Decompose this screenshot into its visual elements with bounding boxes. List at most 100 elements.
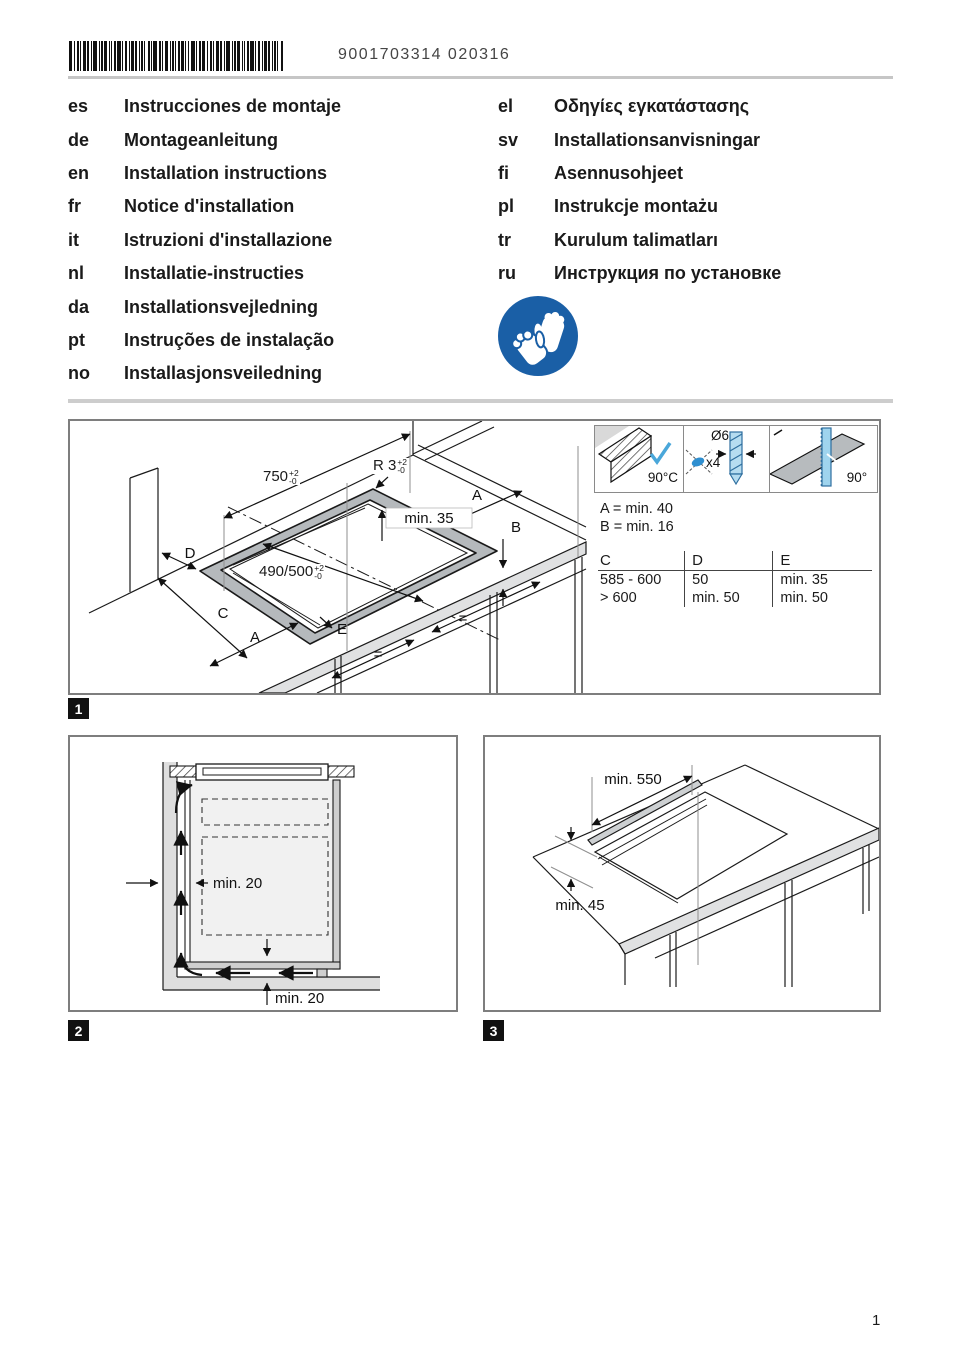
spec-a: A = min. 40	[600, 501, 673, 517]
language-code: ru	[498, 263, 516, 284]
language-row: fr Notice d'installation	[68, 190, 341, 223]
check-icon	[649, 442, 672, 466]
equal-mark: =	[459, 610, 468, 627]
table-row: 585 - 600 50 min. 35	[598, 571, 876, 589]
document-number: 9001703314 020316	[338, 46, 511, 63]
equal-mark: =	[374, 646, 383, 663]
installation-conditions-inset: 90°C Ø6 x4	[594, 425, 878, 493]
language-code: es	[68, 96, 89, 117]
label-a-bottom: A	[250, 629, 260, 646]
figure-3-cutout-position: min. 550 min. 45	[483, 735, 881, 1012]
wear-gloves-icon	[498, 296, 578, 376]
language-row: fi Asennusohjeet	[498, 157, 781, 190]
panel-heat-resistance: 90°C	[595, 426, 683, 492]
language-label: Οδηγίες εγκατάστασης	[554, 96, 750, 117]
language-row: no Installasjonsveiledning	[68, 357, 341, 390]
language-label: Installation instructions	[124, 162, 328, 183]
dim-radius: R 3+2-0	[372, 457, 409, 475]
language-code: pt	[68, 329, 85, 350]
barcode	[69, 41, 284, 71]
label-d: D	[185, 545, 196, 562]
language-row: ru Инструкция по установке	[498, 257, 781, 290]
language-label: Asennusohjeet	[554, 162, 684, 183]
language-row: da Installationsvejledning	[68, 290, 341, 323]
wall-gap-label: min. 20	[213, 875, 262, 892]
table-rule	[598, 570, 872, 571]
language-label: Installationsanvisningar	[554, 129, 761, 150]
temp-label: 90°C	[648, 470, 678, 485]
language-label: Montageanleitung	[124, 129, 278, 150]
page-number: 1	[872, 1312, 881, 1329]
min35-label-box	[385, 507, 473, 529]
language-code: de	[68, 129, 90, 150]
language-row: en Installation instructions	[68, 157, 341, 190]
cell: min. 50	[772, 589, 876, 607]
dimension-table: C D E 585 - 600 50 min. 35 > 600 min. 50…	[598, 551, 876, 607]
spec-b: B = min. 16	[600, 518, 674, 535]
language-row: sv Installationsanvisningar	[498, 123, 781, 156]
hole-count-label: x4	[706, 455, 721, 470]
language-code: it	[68, 229, 79, 250]
language-row: de Montageanleitung	[68, 123, 341, 156]
label-e: E	[337, 621, 347, 638]
figure-1-badge: 1	[68, 698, 89, 719]
figure-1-cutout-dimensions: min. 35 A B D C A E = = 750+2-0 R 3+2-0 …	[68, 419, 881, 695]
table-row: > 600 min. 50 min. 50	[598, 589, 876, 607]
cutout-isometric-drawing: min. 35 A B D C A E = =	[88, 421, 587, 693]
header-c: C	[600, 552, 611, 569]
language-code: el	[498, 96, 514, 117]
language-label: Installationsvejledning	[124, 296, 319, 317]
language-code: fi	[498, 162, 509, 183]
figure-2-badge: 2	[68, 1020, 89, 1041]
label-b: B	[511, 519, 521, 536]
divider	[68, 399, 893, 403]
dim-depth: 490/500+2-0	[258, 563, 325, 581]
language-label: Kurulum talimatları	[554, 229, 719, 250]
dim-width: 750+2-0	[262, 468, 300, 486]
language-code: pl	[498, 196, 514, 217]
header-e: E	[772, 551, 876, 570]
panel-drill-holes: Ø6 x4	[683, 426, 769, 492]
cell: min. 50	[684, 589, 772, 607]
label-c: C	[218, 605, 229, 622]
language-label: Notice d'installation	[124, 196, 295, 217]
language-label: Instruções de instalação	[124, 329, 335, 350]
table-header-row: C D E	[598, 551, 876, 570]
language-label: Installatie-instructies	[124, 263, 305, 284]
language-label: Istruzioni d'installazione	[124, 229, 333, 250]
cell: 50	[684, 571, 772, 589]
language-row: pt Instruções de instalação	[68, 324, 341, 357]
angle-label: 90°	[847, 470, 867, 485]
language-code: en	[68, 162, 90, 183]
language-code: no	[68, 363, 90, 384]
language-code: nl	[68, 263, 84, 284]
cutout-width-label: min. 550	[604, 771, 662, 788]
language-label: Installasjonsveiledning	[124, 363, 323, 384]
figure-3-badge: 3	[483, 1020, 504, 1041]
language-code: fr	[68, 196, 81, 217]
language-row: it Istruzioni d'installazione	[68, 224, 341, 257]
language-label: Instrukcje montażu	[554, 196, 719, 217]
language-code: da	[68, 296, 90, 317]
panel-saw-angle: 90°	[768, 426, 875, 492]
language-label: Инструкция по установке	[554, 263, 782, 284]
clearance-specs: A = min. 40 B = min. 16	[600, 501, 674, 536]
cell: 585 - 600	[600, 572, 662, 588]
hole-diameter-label: Ø6	[711, 428, 729, 443]
front-gap-label: min. 45	[555, 897, 604, 914]
cell: > 600	[600, 590, 637, 606]
label-a-top: A	[472, 487, 482, 504]
dim-min35: min. 35	[404, 510, 453, 527]
language-code: tr	[498, 229, 511, 250]
language-row: tr Kurulum talimatları	[498, 224, 781, 257]
cell: min. 35	[772, 571, 876, 589]
divider	[68, 76, 893, 79]
bottom-gap-label: min. 20	[275, 990, 324, 1007]
ventilation-drawing: min. 20 min. 20	[126, 762, 380, 1007]
language-row: el Οδηγίες εγκατάστασης	[498, 90, 781, 123]
language-row: pl Instrukcje montażu	[498, 190, 781, 223]
language-code: sv	[498, 129, 519, 150]
